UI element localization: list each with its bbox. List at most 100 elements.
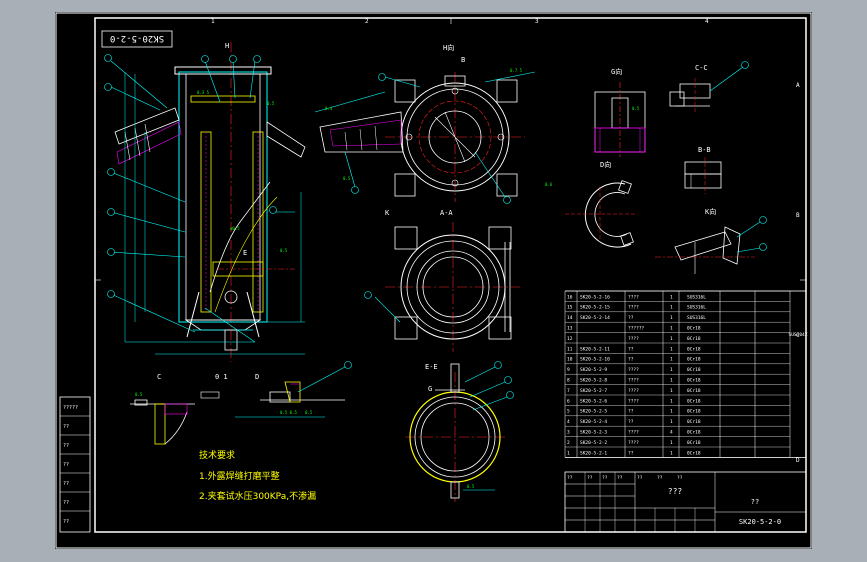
bom-row-quantity: 1 [670, 305, 673, 311]
svg-text:0.5: 0.5 [305, 410, 313, 415]
drawing-code-rotated: SK20-5-2-0 [110, 33, 164, 43]
bom-row-number: 9 [567, 367, 570, 373]
bom-row-number: 1 [567, 450, 570, 456]
section-label-d: D [255, 373, 259, 381]
bom-row-quantity: 1 [670, 294, 673, 300]
zone-ticks [95, 18, 806, 281]
bom-row-quantity: 1 [670, 336, 673, 342]
bom-row-material: 0Cr18 [687, 430, 701, 436]
bom-row-code: SK20-5-2-4 [580, 419, 607, 425]
h-view-flange: 0.7 5 0.4 0.5 H向 B [314, 43, 536, 204]
bom-row-name: ???? [628, 398, 639, 404]
bom-row-code: SK20-5-2-7 [580, 388, 607, 394]
notes-line-1: 1.外露焊缝打磨平整 [199, 470, 280, 482]
bom-row-quantity: 1 [670, 450, 673, 456]
svg-text:0.4: 0.4 [325, 106, 333, 111]
bom-row-material: SUS316L [687, 305, 706, 311]
zone-number: 3 [535, 18, 539, 25]
left-edge-label: ?? [63, 462, 69, 468]
bom-row-code: SK20-5-2-11 [580, 346, 610, 352]
bom-row-name: ?? [628, 409, 634, 415]
section-label-c: C [157, 373, 161, 381]
svg-text:0.6: 0.6 [545, 182, 553, 187]
part-name: ??? [668, 487, 683, 496]
left-edge-label: ?? [63, 443, 69, 449]
c-c-section-view: C-C [669, 61, 749, 112]
g-view: G向 0.5 [594, 67, 646, 157]
view-title-k: K向 [705, 207, 716, 216]
bom-row-name: ?? [628, 419, 634, 425]
bom-row-name: ???? [628, 367, 639, 373]
inner-border [94, 17, 807, 533]
section-label-b: B [461, 56, 465, 64]
bom-row-name: ???? [628, 294, 639, 300]
drawing-number: SK20-5-2-0 [739, 518, 781, 526]
section-label-i: 0 1 [215, 373, 228, 381]
bom-footer-label: ?? [617, 475, 623, 481]
svg-text:0.5: 0.5 [267, 101, 275, 106]
bom-footer-label: ?? [657, 475, 663, 481]
bom-row-number: 2 [567, 440, 570, 446]
zone-letter: B [796, 212, 800, 219]
bom-row-name: ?? [628, 346, 634, 352]
bom-row-quantity: 4 [670, 430, 673, 436]
bom-row-quantity: 1 [670, 346, 673, 352]
svg-text:0.5: 0.5 [135, 392, 143, 397]
bom-footer-label: ?? [602, 475, 608, 481]
left-edge-label: ?? [63, 519, 69, 525]
bom-row-name: ?? [628, 357, 634, 363]
bom-row-name: ???? [628, 440, 639, 446]
bom-row-quantity: 1 [670, 367, 673, 373]
bom-row-number: 5 [567, 409, 570, 415]
bom-row-number: 3 [567, 430, 570, 436]
notes-line-2: 2.夹套试水压300KPa,不渗漏 [199, 490, 316, 502]
view-title-g: G向 [611, 67, 622, 76]
svg-text:0.5 0.5: 0.5 0.5 [280, 410, 297, 415]
zone-markers-right: A B C D [796, 82, 800, 464]
svg-text:0.5: 0.5 [280, 248, 288, 253]
title-block: ??? ?? SK20-5-2-0 ?????????????? [564, 471, 807, 533]
bom-row-material: 0Cr18 [687, 336, 701, 342]
part-balloons [104, 54, 277, 298]
bom-row-material: 0Cr18 [687, 419, 701, 425]
bom-row-number: 14 [567, 315, 573, 321]
bom-row-name: ???? [628, 388, 639, 394]
bom-row-quantity: 1 [670, 440, 673, 446]
bom-row-material: 0Cr18 [687, 450, 701, 456]
bom-row-number: 16 [567, 294, 573, 300]
bom-row-material: 0Cr18 [687, 367, 701, 373]
zone-letter: C [796, 332, 800, 339]
bom-row-name: ???? [628, 305, 639, 311]
bom-row-code: SK20-5-2-6 [580, 398, 607, 404]
zone-number: 1 [211, 18, 215, 25]
section-label-k: K [385, 209, 390, 217]
bom-row-quantity: 1 [670, 378, 673, 384]
bom-row-quantity: 1 [670, 409, 673, 415]
bom-row-material: 0Cr18 [687, 378, 701, 384]
bom-footer-label: ?? [587, 475, 593, 481]
zone-letter: A [796, 82, 800, 89]
bom-row-material: 0Cr18 [687, 357, 701, 363]
bom-row-code: SK20-5-2-15 [580, 305, 610, 311]
section-label-g: G [428, 385, 432, 393]
outer-frame [55, 12, 812, 549]
bom-row-quantity: 1 [670, 398, 673, 404]
drawing-sheet: 1 2 3 4 A B C D SK20-5-2-0 [55, 12, 812, 549]
bom-row-quantity: 1 [670, 357, 673, 363]
bom-row-quantity: 1 [670, 326, 673, 332]
svg-text:0.5: 0.5 [632, 106, 640, 111]
cad-drawing: 1 2 3 4 A B C D SK20-5-2-0 [55, 12, 812, 549]
view-title-b-b: B-B [698, 146, 711, 154]
zone-number: 4 [705, 18, 709, 25]
bom-row-number: 11 [567, 346, 573, 352]
bom-row-material: 0Cr18 [687, 398, 701, 404]
bom-row-code: SK20-5-2-16 [580, 294, 610, 300]
svg-text:ø0.5: ø0.5 [230, 226, 240, 231]
view-title-d: D向 [600, 160, 611, 169]
svg-text:0.7 5: 0.7 5 [510, 68, 523, 73]
view-title-h: H向 [443, 43, 454, 52]
bom-row-number: 12 [567, 336, 573, 342]
bom-row-quantity: 1 [670, 388, 673, 394]
d-view: D向 0.6 [545, 160, 635, 248]
left-edge-table: ????? ?? ?? ?? ?? ?? ?? [59, 396, 91, 533]
